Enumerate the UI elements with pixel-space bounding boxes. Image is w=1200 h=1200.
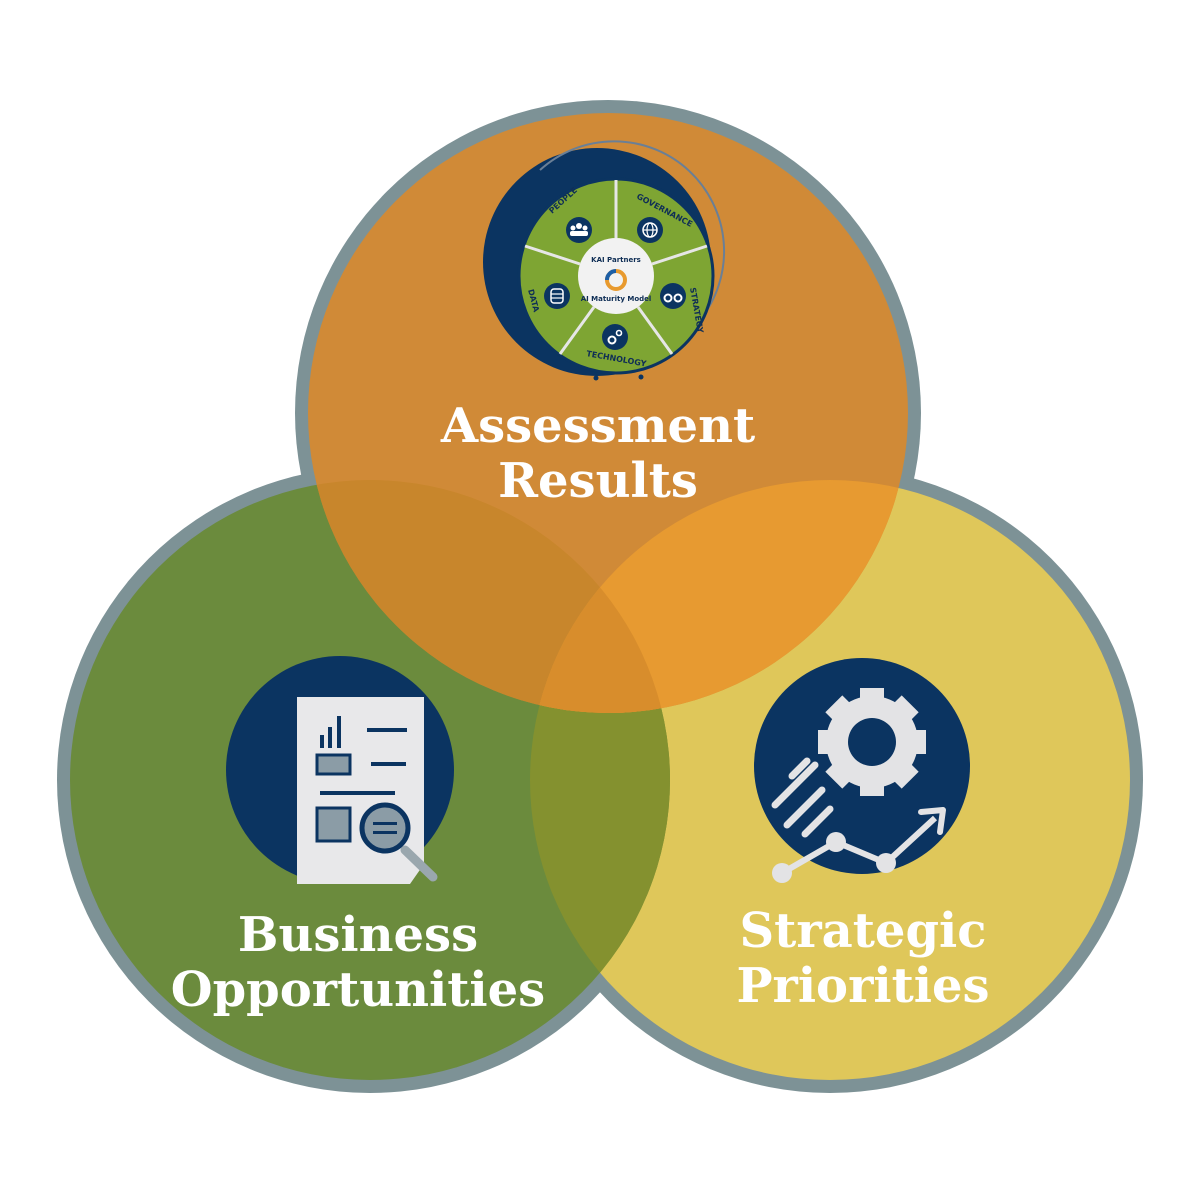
label-business-line2: Opportunities — [171, 962, 545, 1018]
wheel-center-subtitle: AI Maturity Model — [581, 295, 652, 303]
label-assessment-line1: Assessment — [440, 398, 755, 454]
overlap-top-left — [308, 480, 670, 713]
gear-growth-chart-icon — [754, 658, 970, 883]
globe-icon — [637, 217, 663, 243]
label-assessment-line2: Results — [498, 453, 698, 509]
label-business-line1: Business — [238, 907, 478, 963]
database-icon — [544, 283, 570, 309]
ai-maturity-model-wheel-icon: KAI Partners AI Maturity Model — [483, 140, 726, 381]
people-icon — [566, 217, 592, 243]
label-strategic-line1: Strategic — [740, 903, 987, 959]
gears-icon — [602, 324, 628, 350]
overlap-top-right — [530, 480, 908, 713]
label-strategic-line2: Priorities — [736, 958, 989, 1014]
wheel-center-title: KAI Partners — [591, 256, 641, 264]
document-magnifier-icon — [226, 656, 454, 884]
binoculars-icon — [660, 283, 686, 309]
